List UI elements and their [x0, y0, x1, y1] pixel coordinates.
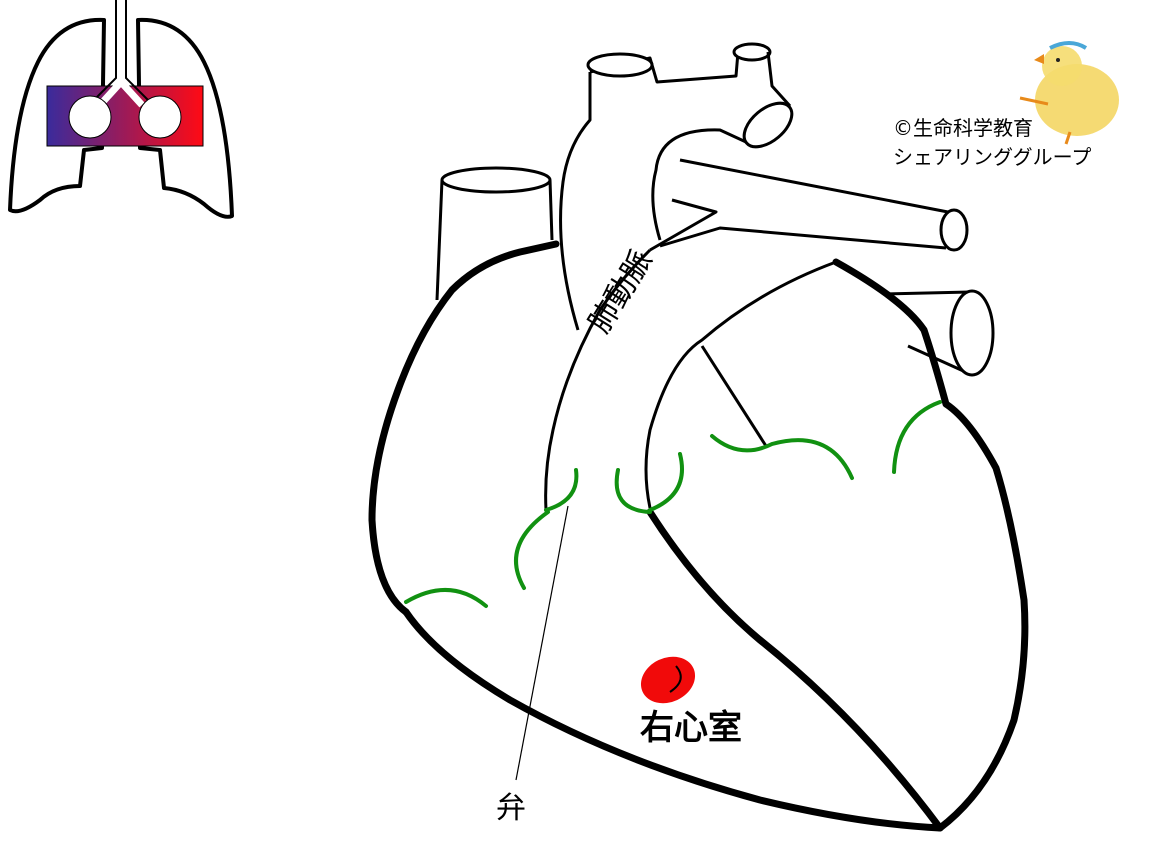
- heart-outline: [368, 240, 1029, 832]
- valves: [404, 400, 942, 608]
- chick-icon: [1019, 41, 1119, 145]
- copyright-credit: ©生命科学教育 シェアリンググループ: [893, 114, 1091, 172]
- valve-pointer: [515, 505, 569, 781]
- credit-line-1: ©生命科学教育: [893, 116, 1033, 140]
- lungs-icon: [8, 0, 234, 219]
- credit-line-2: シェアリンググループ: [893, 145, 1092, 169]
- valve-label: 弁: [496, 791, 526, 826]
- red-blood-cell-icon: [640, 656, 696, 704]
- great-vessels: [435, 42, 995, 511]
- right-ventricle-label: 右心室: [640, 708, 742, 748]
